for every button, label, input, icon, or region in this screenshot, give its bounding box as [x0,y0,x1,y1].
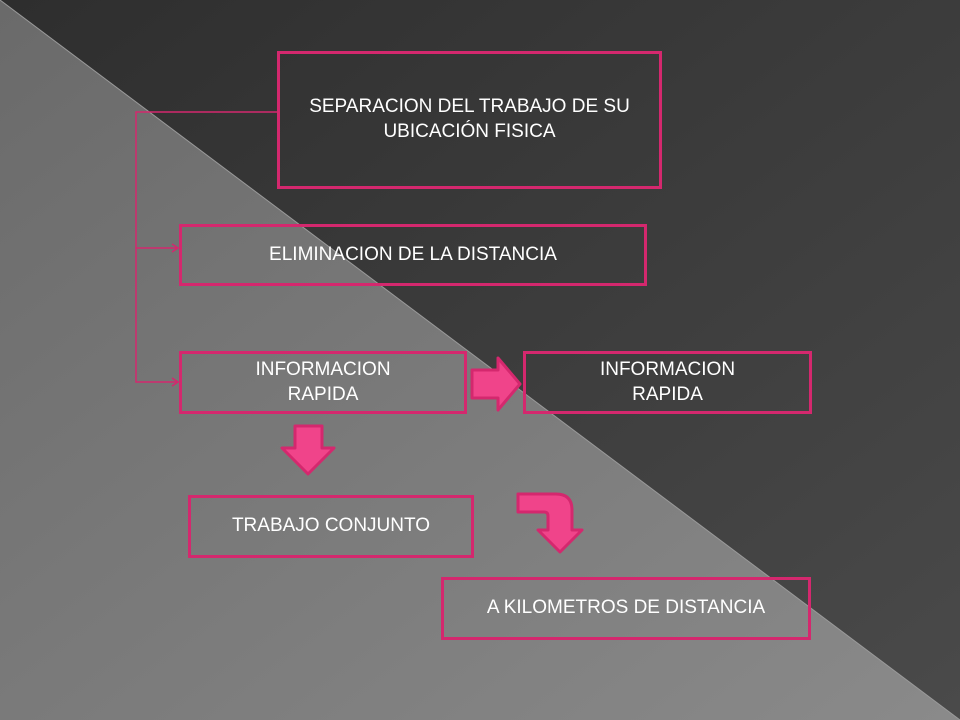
node-eliminacion-label: ELIMINACION DE LA DISTANCIA [269,243,557,265]
node-separacion: SEPARACION DEL TRABAJO DE SU UBICACIÓN F… [277,51,662,189]
node-eliminacion: ELIMINACION DE LA DISTANCIA [179,224,647,286]
node-separacion-label: SEPARACION DEL TRABAJO DE SU UBICACIÓN F… [309,96,630,142]
node-info-right: INFORMACION RAPIDA [523,351,812,414]
node-info-left: INFORMACION RAPIDA [179,351,467,414]
node-info-right-label: INFORMACION RAPIDA [599,358,736,405]
node-kilometros: A KILOMETROS DE DISTANCIA [441,577,811,640]
node-trabajo-label: TRABAJO CONJUNTO [231,515,431,537]
node-info-left-label: INFORMACION RAPIDA [255,358,391,405]
node-trabajo: TRABAJO CONJUNTO [188,495,474,558]
node-kilometros-label: A KILOMETROS DE DISTANCIA [486,597,766,619]
